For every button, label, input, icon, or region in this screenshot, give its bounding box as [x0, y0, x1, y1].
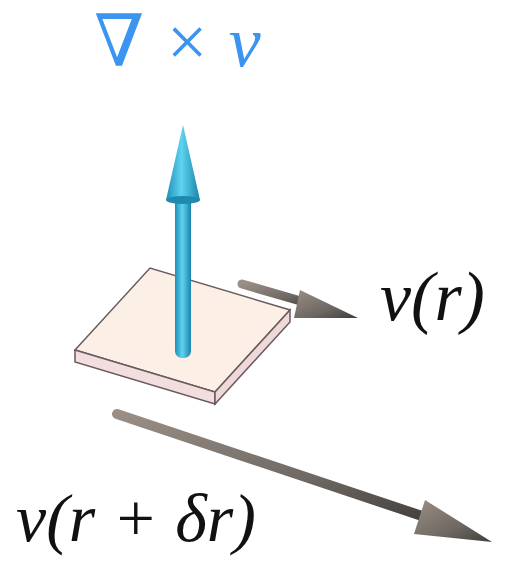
velocity-label: v(r + δr) [16, 484, 256, 552]
velocity-label: v(r) [380, 262, 485, 332]
velocity-arrow [242, 284, 358, 318]
curl-label: ∇ × v [94, 6, 261, 78]
curl-arrow [166, 125, 200, 358]
